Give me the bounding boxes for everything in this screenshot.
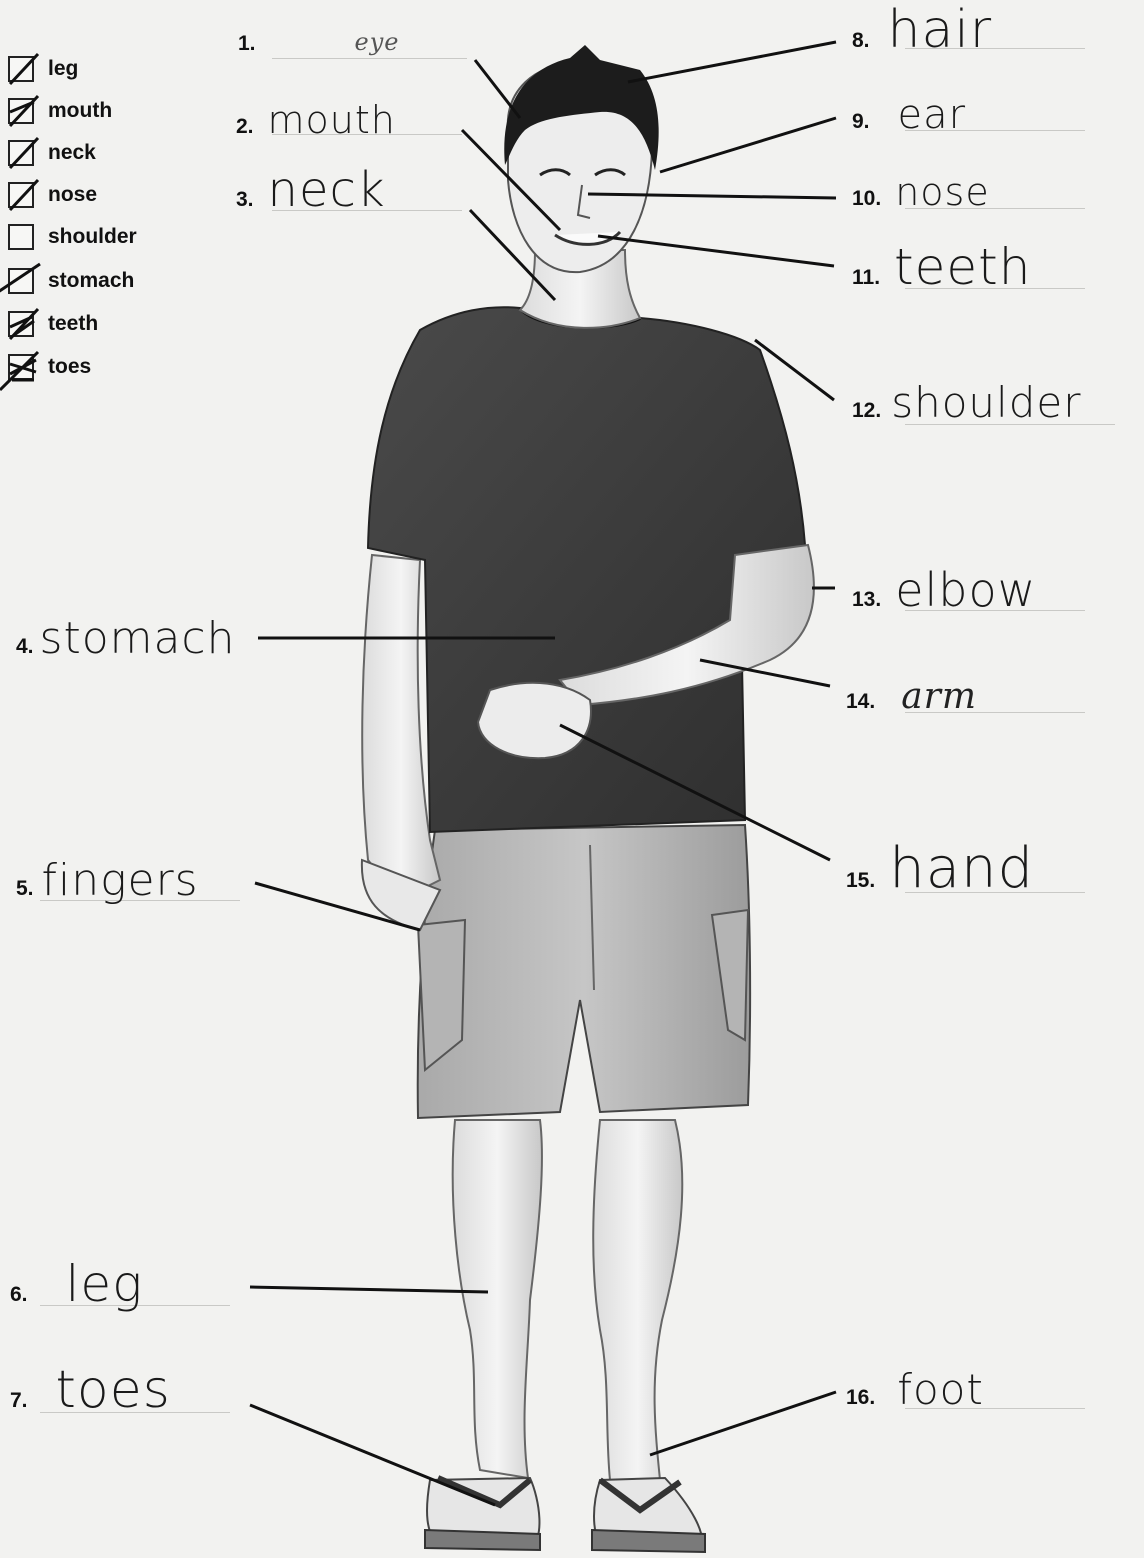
word-bank-item[interactable]: stomach (8, 262, 134, 300)
word-bank-label: leg (48, 57, 78, 81)
word-bank-item[interactable]: mouth (8, 92, 112, 130)
label-10: 10. nose (852, 170, 990, 214)
label-answer: mouth (268, 98, 396, 142)
label-9: 9. ear (852, 92, 966, 138)
label-answer: elbow (895, 563, 1036, 617)
label-number: 11. (852, 266, 880, 290)
label-2: 2. mouth (236, 98, 396, 142)
checkbox[interactable] (8, 268, 34, 294)
label-1: 1. eye (238, 28, 399, 56)
label-13: 13. elbow (852, 563, 1036, 617)
checkbox[interactable] (8, 354, 34, 380)
word-bank-item[interactable]: teeth (8, 305, 98, 343)
shorts (418, 825, 750, 1118)
label-answer: foot (897, 1365, 984, 1414)
label-number: 1. (238, 32, 256, 56)
word-bank-label: nose (48, 183, 97, 207)
word-bank-label: neck (48, 141, 96, 165)
word-bank-label: mouth (48, 99, 112, 123)
label-15: 15. hand (846, 836, 1034, 901)
word-bank-item[interactable]: shoulder (8, 218, 137, 256)
label-number: 6. (10, 1283, 28, 1307)
label-number: 10. (852, 187, 881, 211)
label-number: 15. (846, 869, 875, 893)
label-answer: shoulder (891, 378, 1081, 427)
checkbox[interactable] (8, 224, 34, 250)
word-bank-item[interactable]: toes (8, 348, 91, 386)
word-bank-item[interactable]: nose (8, 176, 97, 214)
label-7: 7. toes (10, 1360, 171, 1420)
label-number: 14. (846, 690, 875, 714)
label-number: 13. (852, 588, 881, 612)
label-3: 3. neck (236, 162, 386, 218)
label-answer: fingers (42, 855, 199, 906)
word-bank-label: toes (48, 355, 91, 379)
label-12: 12. shoulder (852, 378, 1081, 427)
checkbox[interactable] (8, 98, 34, 124)
label-answer: toes (56, 1360, 171, 1420)
label-number: 7. (10, 1389, 28, 1413)
checkbox[interactable] (8, 182, 34, 208)
label-number: 9. (852, 110, 870, 134)
label-number: 3. (236, 188, 254, 212)
label-number: 5. (16, 877, 34, 901)
label-number: 16. (846, 1386, 875, 1410)
checkbox[interactable] (8, 56, 34, 82)
word-bank-label: shoulder (48, 225, 137, 249)
label-answer: eye (355, 28, 400, 56)
word-bank-label: teeth (48, 312, 98, 336)
label-number: 2. (236, 115, 254, 139)
label-16: 16. foot (846, 1365, 984, 1414)
label-answer: hair (888, 0, 993, 60)
label-answer: teeth (894, 238, 1031, 296)
label-answer: arm (901, 676, 977, 717)
label-answer: stomach (40, 613, 236, 664)
label-answer: hand (889, 836, 1034, 901)
label-6: 6. leg (10, 1255, 143, 1313)
word-bank-item[interactable]: leg (8, 50, 78, 88)
label-14: 14. arm (846, 676, 977, 717)
checkbox[interactable] (8, 311, 34, 337)
answer-line (272, 58, 467, 59)
label-answer: nose (895, 170, 990, 214)
label-answer: neck (268, 162, 386, 218)
legs (453, 1120, 683, 1480)
feet (425, 1478, 705, 1552)
label-number: 4. (16, 635, 34, 659)
word-bank-item[interactable]: neck (8, 134, 96, 172)
checkbox[interactable] (8, 140, 34, 166)
label-4: 4. stomach (16, 613, 236, 664)
label-8: 8. hair (852, 0, 992, 60)
label-5: 5. fingers (16, 855, 199, 906)
head (504, 45, 658, 328)
label-answer: ear (898, 92, 967, 138)
label-answer: leg (66, 1255, 144, 1313)
label-number: 12. (852, 399, 881, 423)
word-bank-label: stomach (48, 269, 134, 293)
label-number: 8. (852, 29, 870, 53)
label-11: 11. teeth (852, 238, 1031, 296)
